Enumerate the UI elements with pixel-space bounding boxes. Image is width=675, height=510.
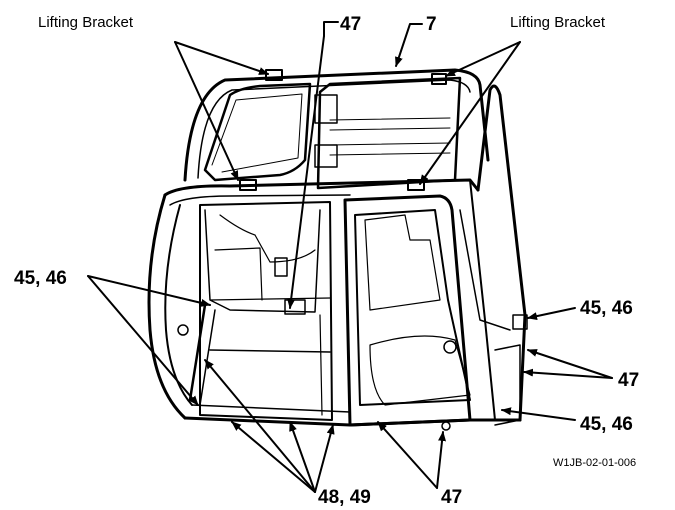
label-part-47-bottom: 47 [441,487,462,508]
figure-code: W1JB-02-01-006 [553,457,636,469]
label-part-45-46-right-upper: 45, 46 [580,298,633,319]
label-lifting-bracket-right: Lifting Bracket [510,14,606,31]
label-part-47-right: 47 [618,370,639,391]
label-part-48-49: 48, 49 [318,487,371,508]
label-part-47-top: 47 [340,14,361,35]
label-part-45-46-left: 45, 46 [14,268,67,289]
cab-body [147,68,528,431]
leader-lines [87,21,613,493]
label-part-7: 7 [426,14,437,35]
label-lifting-bracket-left: Lifting Bracket [38,14,134,31]
label-part-45-46-right-lower: 45, 46 [580,414,633,435]
labels: Lifting Bracket Lifting Bracket 47 7 45,… [14,14,639,508]
